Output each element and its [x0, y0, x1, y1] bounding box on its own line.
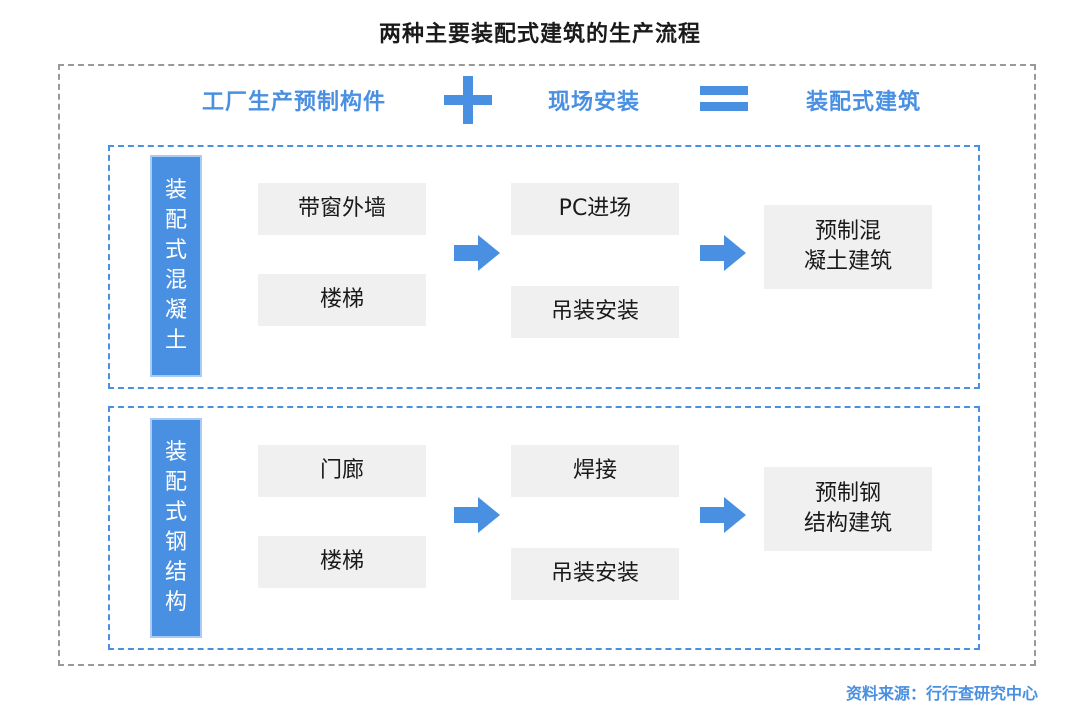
formula-factory-production: 工厂生产预制构件 — [202, 90, 387, 115]
result-line-2: 凝土建筑 — [803, 249, 892, 274]
arrow-right-icon — [454, 497, 500, 533]
arrow-right-icon — [700, 235, 746, 271]
formula-result: 装配式建筑 — [806, 90, 922, 115]
diagram-title: 两种主要装配式建筑的生产流程 — [378, 22, 701, 47]
component-box-stairs: 楼梯 — [258, 274, 426, 326]
outer-frame — [58, 64, 1036, 666]
component-box-stairs: 楼梯 — [258, 536, 426, 588]
result-box-steel: 预制钢 结构建筑 — [764, 467, 932, 551]
component-box-porch: 门廊 — [258, 445, 426, 497]
panel-label-concrete: 装配式混凝土 — [150, 155, 202, 377]
result-line-1: 预制钢 — [814, 481, 881, 506]
step-box-pc-arrival: PC进场 — [511, 183, 679, 235]
result-box-concrete: 预制混 凝土建筑 — [764, 205, 932, 289]
panel-precast-concrete — [108, 145, 980, 389]
formula-onsite-installation: 现场安装 — [548, 90, 641, 115]
step-box-welding: 焊接 — [511, 445, 679, 497]
result-line-1: 预制混 — [814, 219, 881, 244]
component-box-wall: 带窗外墙 — [258, 183, 426, 235]
step-box-hoisting: 吊装安装 — [511, 548, 679, 600]
panel-label-steel: 装配式钢结构 — [150, 418, 202, 638]
source-note: 资料来源：行行查研究中心 — [845, 684, 1038, 703]
arrow-right-icon — [700, 497, 746, 533]
panel-steel-structure — [108, 406, 980, 650]
step-box-hoisting: 吊装安装 — [511, 286, 679, 338]
result-line-2: 结构建筑 — [803, 511, 892, 536]
arrow-right-icon — [454, 235, 500, 271]
